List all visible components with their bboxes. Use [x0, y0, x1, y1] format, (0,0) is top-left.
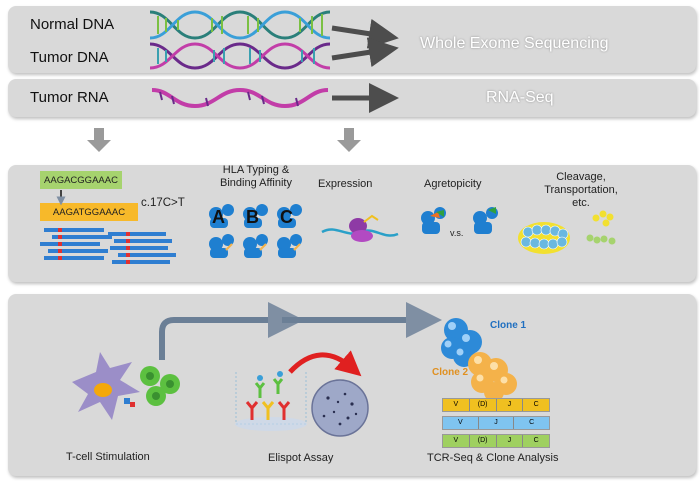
dendritic-cell-icon	[72, 352, 140, 420]
panel-dna	[8, 6, 696, 73]
tcr-segment: C	[529, 419, 535, 426]
tcr-segment: J	[497, 399, 524, 411]
tcell-label: T-cell Stimulation	[66, 451, 150, 463]
hla-b-label: B	[246, 207, 259, 227]
clone-2-cells-icon	[468, 352, 517, 402]
tumor-rna-strand-icon	[151, 87, 329, 109]
tcr-segment: V	[443, 435, 470, 447]
mutation-label: c.17C>T	[141, 197, 185, 209]
mut-sequence: AAGATGGAAAC	[52, 207, 126, 218]
vs-label: v.s.	[450, 228, 464, 238]
tumor-dna-helix-icon	[149, 42, 331, 70]
tcr-label: TCR-Seq & Clone Analysis	[427, 452, 559, 464]
normal-dna-helix-icon	[149, 10, 331, 40]
hla-protein-icons	[209, 204, 302, 258]
down-arrow-left-icon	[87, 128, 111, 152]
tumor-dna-label: Tumor DNA	[30, 49, 109, 66]
arrow-normal-to-wes	[331, 18, 399, 49]
down-arrow-right-icon	[337, 128, 361, 152]
elispot-well-icon	[311, 379, 369, 437]
wes-label: Whole Exome Sequencing	[420, 35, 609, 52]
t-cells-icon	[140, 366, 180, 406]
tcr-table: V (D) J C V J C V (D) J C	[442, 398, 550, 448]
red-curved-arrow-icon	[288, 350, 362, 377]
hla-label: HLA Typing & Binding Affinity	[220, 164, 292, 189]
expression-ribosome-icon	[321, 214, 399, 242]
elispot-plate-icon	[235, 372, 307, 431]
hla-a-label: A	[212, 207, 225, 227]
antibody-icons	[245, 378, 291, 420]
elispot-label: Elispot Assay	[268, 452, 334, 464]
arrow-tumor-to-wes	[331, 37, 399, 68]
cytokine-dots-icon	[257, 371, 283, 381]
clone-1-label: Clone 1	[490, 320, 527, 331]
tcr-row: V (D) J C	[442, 398, 550, 412]
tcr-segment: (D)	[470, 435, 497, 447]
tcr-segment: V	[443, 399, 470, 411]
ref-sequence: AAGACGGAAAC	[44, 175, 118, 186]
tumor-rna-label: Tumor RNA	[30, 89, 109, 106]
expression-label: Expression	[318, 178, 373, 190]
tcr-interaction-icon	[124, 398, 135, 407]
agretopicity-label: Agretopicity	[424, 178, 482, 190]
clone-1-cells-icon	[441, 318, 482, 367]
tcr-segment: V	[443, 417, 479, 429]
agretopicity-protein-icon	[421, 207, 498, 234]
ref-sequence-box	[40, 171, 122, 189]
sequencing-reads-icon	[40, 228, 176, 264]
normal-dna-label: Normal DNA	[30, 16, 115, 33]
tcr-segment: J	[497, 435, 524, 447]
cleavage-label: Cleavage, Transportation, etc.	[544, 171, 618, 209]
tcr-row: V (D) J C	[442, 434, 550, 448]
tcr-segment: J	[479, 417, 515, 429]
hla-c-label: C	[280, 207, 293, 227]
tcr-segment: C	[533, 401, 539, 408]
hla-peptide-icons	[225, 243, 301, 251]
tcr-row: V J C	[442, 416, 550, 430]
clone-2-label: Clone 2	[432, 367, 469, 378]
tcr-segment: (D)	[470, 399, 497, 411]
arrow-tcell-to-elispot	[159, 302, 304, 360]
rnaseq-label: RNA-Seq	[486, 89, 554, 106]
tcr-segment: C	[533, 437, 539, 444]
mut-sequence-box	[40, 203, 138, 221]
proteasome-icon	[518, 210, 616, 254]
